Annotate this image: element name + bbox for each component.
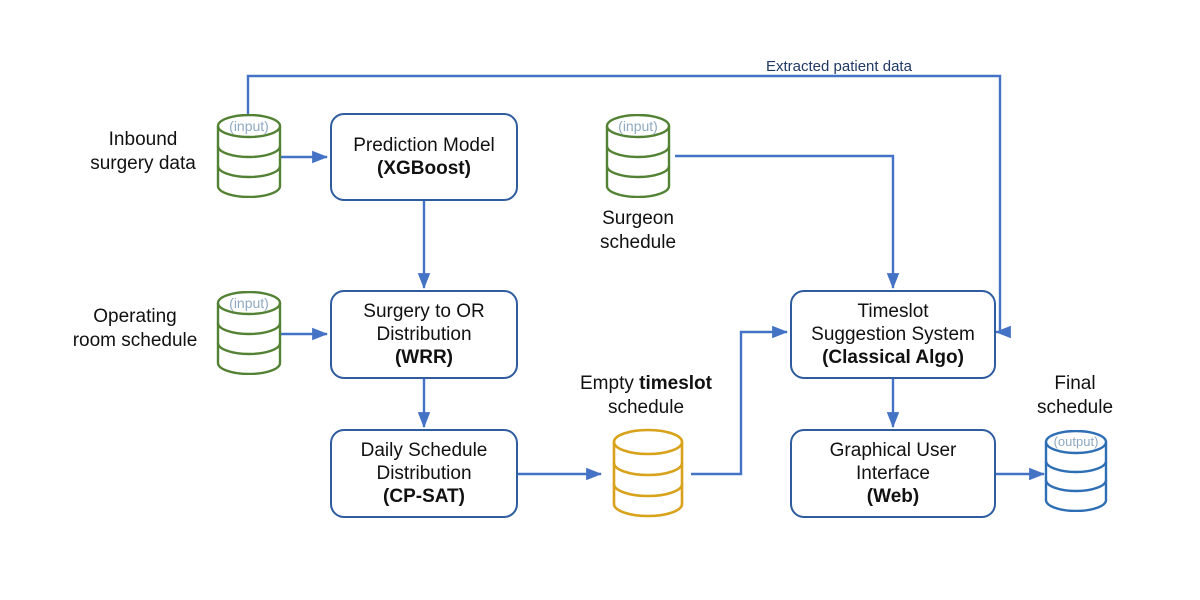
process-daily-line2: Distribution [376, 462, 472, 484]
process-surgery-or-line2: Distribution [376, 323, 472, 345]
label-operating-line1: Operating [93, 306, 177, 327]
process-gui-line1: Graphical User [829, 439, 957, 461]
cylinder-shape-orange [612, 428, 684, 518]
datastore-inbound-surgery-data: (input) [216, 114, 282, 198]
label-final-schedule: Final schedule [1005, 372, 1145, 420]
process-timeslot-impl: (Classical Algo) [822, 347, 964, 369]
label-empty-timeslot-schedule: Empty timeslot schedule [566, 372, 726, 420]
process-prediction-model-impl: (XGBoost) [377, 158, 471, 179]
label-operating-line2: room schedule [72, 329, 198, 351]
process-surgery-to-or-distribution[interactable]: Surgery to OR Distribution (WRR) [330, 290, 518, 379]
process-daily-impl: (CP-SAT) [383, 486, 465, 508]
label-inbound-surgery-data: Inbound surgery data [73, 128, 213, 176]
process-prediction-model[interactable]: Prediction Model (XGBoost) [330, 113, 518, 201]
label-final-line2: schedule [1036, 396, 1114, 418]
process-gui-line2: Interface [856, 462, 930, 484]
cylinder-shape-green [605, 114, 671, 198]
label-empty-line2: schedule [607, 396, 685, 418]
label-empty-line1: Empty timeslot [566, 372, 726, 396]
datastore-empty-timeslot-schedule [612, 428, 684, 518]
datastore-operating-room-schedule: (input) [216, 291, 282, 375]
cylinder-shape-blue [1044, 430, 1108, 512]
datastore-surgeon-schedule: (input) [605, 114, 671, 198]
edge-label-extracted-patient-data: Extracted patient data [766, 58, 912, 75]
label-inbound-line2: surgery data [90, 152, 196, 174]
process-surgery-or-line1: Surgery to OR [363, 300, 485, 322]
label-empty-prefix: Empty [580, 373, 640, 394]
process-daily-line1: Daily Schedule [360, 439, 488, 461]
process-surgery-or-impl: (WRR) [394, 347, 454, 369]
label-empty-bold: timeslot [639, 373, 712, 394]
label-surgeon-line1: Surgeon [602, 208, 674, 229]
process-timeslot-suggestion-system[interactable]: Timeslot Suggestion System (Classical Al… [790, 290, 996, 379]
process-gui-impl: (Web) [866, 486, 920, 508]
process-prediction-model-line1: Prediction Model [353, 134, 495, 156]
label-operating-room-schedule: Operating room schedule [55, 305, 215, 353]
process-timeslot-line1: Timeslot [857, 300, 929, 322]
cylinder-shape-green [216, 114, 282, 198]
label-surgeon-schedule: Surgeon schedule [568, 207, 708, 255]
cylinder-shape-green [216, 291, 282, 375]
process-daily-schedule-distribution[interactable]: Daily Schedule Distribution (CP-SAT) [330, 429, 518, 518]
label-final-line1: Final [1054, 373, 1096, 394]
label-inbound-line1: Inbound [108, 129, 178, 150]
process-graphical-user-interface[interactable]: Graphical User Interface (Web) [790, 429, 996, 518]
datastore-final-schedule: (output) [1044, 430, 1108, 512]
process-timeslot-line2: Suggestion System [811, 323, 975, 345]
label-surgeon-line2: schedule [599, 231, 677, 253]
